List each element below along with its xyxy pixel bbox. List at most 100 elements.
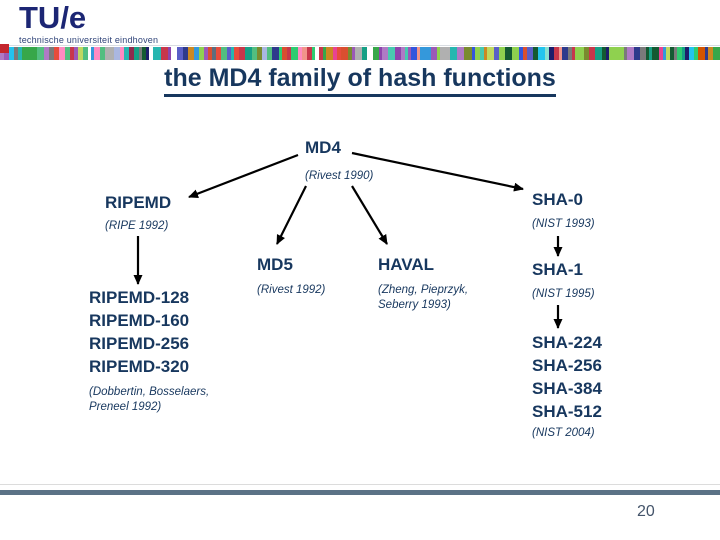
stripe bbox=[523, 47, 527, 60]
stripe bbox=[149, 47, 153, 60]
header-hairline bbox=[0, 45, 720, 46]
stripe bbox=[234, 47, 239, 60]
tue-logo-text: TU/e bbox=[19, 0, 87, 35]
stripe bbox=[705, 47, 708, 60]
stripe bbox=[4, 47, 9, 60]
page-title-text: the MD4 family of hash functions bbox=[164, 64, 556, 97]
node-md5-caption: (Rivest 1992) bbox=[257, 284, 326, 296]
arrow-md4-to-md5 bbox=[276, 185, 307, 245]
footer-slate-bar bbox=[0, 490, 720, 495]
stripe bbox=[44, 47, 49, 60]
node-haval-caption-line2: Seberry 1993) bbox=[378, 298, 451, 311]
stripe bbox=[88, 47, 91, 60]
stripe bbox=[231, 47, 234, 60]
stripe bbox=[22, 47, 27, 60]
stripe bbox=[437, 47, 440, 60]
stripe bbox=[640, 47, 646, 60]
stripe bbox=[395, 47, 401, 60]
stripe bbox=[677, 47, 682, 60]
ripemd-family-item: RIPEMD-320 bbox=[89, 357, 190, 376]
stripe bbox=[94, 47, 100, 60]
stripe bbox=[161, 47, 168, 60]
sha2-family-item: SHA-384 bbox=[532, 379, 602, 398]
stripe bbox=[0, 47, 4, 60]
ripemd-family-item: RIPEMD-256 bbox=[89, 334, 190, 353]
stripe bbox=[606, 47, 609, 60]
sha2-family-list: SHA-224 SHA-256 SHA-384 SHA-512 bbox=[532, 331, 602, 423]
node-md5: MD5 bbox=[257, 255, 293, 274]
arrow-md4-to-ripemd bbox=[188, 153, 299, 199]
stripe bbox=[100, 47, 105, 60]
ripemd-family-list: RIPEMD-128 RIPEMD-160 RIPEMD-256 RIPEMD-… bbox=[89, 286, 189, 378]
stripe bbox=[208, 47, 212, 60]
stripe bbox=[146, 47, 149, 60]
stripe bbox=[252, 47, 257, 60]
stripe bbox=[333, 47, 337, 60]
stripe bbox=[14, 47, 18, 60]
stripe bbox=[559, 47, 562, 60]
stripe bbox=[91, 47, 94, 60]
sha2-family-item: SHA-256 bbox=[532, 356, 602, 375]
stripe bbox=[480, 47, 484, 60]
stripe bbox=[373, 47, 379, 60]
stripe bbox=[257, 47, 262, 60]
stripe bbox=[142, 47, 146, 60]
stripe bbox=[527, 47, 533, 60]
ripemd-family-caption: (Dobbertin, Bosselaers, Preneel 1992) bbox=[89, 385, 209, 414]
stripe bbox=[589, 47, 595, 60]
stripe bbox=[367, 47, 373, 60]
stripe bbox=[624, 47, 627, 60]
stripe bbox=[689, 47, 694, 60]
node-haval-caption: (Zheng, Pieprzyk, Seberry 1993) bbox=[378, 283, 468, 312]
stripe bbox=[83, 47, 88, 60]
node-haval-caption-line1: (Zheng, Pieprzyk, bbox=[378, 284, 469, 296]
stripe bbox=[129, 47, 134, 60]
stripe bbox=[302, 47, 307, 60]
stripe bbox=[239, 47, 245, 60]
sha2-family-caption: (NIST 2004) bbox=[532, 427, 595, 439]
stripe bbox=[54, 47, 59, 60]
stripe bbox=[31, 47, 37, 60]
stripe bbox=[450, 47, 457, 60]
stripe bbox=[355, 47, 362, 60]
page-title: the MD4 family of hash functions bbox=[0, 64, 720, 97]
node-sha0-caption: (NIST 1993) bbox=[532, 218, 595, 230]
stripe bbox=[512, 47, 519, 60]
stripe bbox=[568, 47, 572, 60]
stripe bbox=[153, 47, 158, 60]
stripe bbox=[533, 47, 538, 60]
stripe bbox=[124, 47, 129, 60]
stripe bbox=[326, 47, 333, 60]
stripe bbox=[457, 47, 464, 60]
stripe bbox=[579, 47, 584, 60]
stripe bbox=[487, 47, 494, 60]
stripe bbox=[291, 47, 298, 60]
stripe bbox=[194, 47, 199, 60]
stripe bbox=[134, 47, 139, 60]
stripe bbox=[469, 47, 472, 60]
ripemd-family-item: RIPEMD-128 bbox=[89, 288, 190, 307]
stripe bbox=[575, 47, 579, 60]
stripe bbox=[620, 47, 624, 60]
stripe bbox=[312, 47, 315, 60]
stripe bbox=[183, 47, 188, 60]
stripe bbox=[168, 47, 171, 60]
stripe bbox=[538, 47, 545, 60]
stripe bbox=[663, 47, 666, 60]
stripe bbox=[627, 47, 634, 60]
red-accent-mark bbox=[0, 44, 9, 53]
stripe bbox=[279, 47, 282, 60]
stripe bbox=[484, 47, 487, 60]
stripe bbox=[139, 47, 142, 60]
node-md4-caption: (Rivest 1990) bbox=[305, 170, 374, 182]
stripe bbox=[212, 47, 216, 60]
stripe bbox=[417, 47, 420, 60]
stripe bbox=[18, 47, 22, 60]
stripe bbox=[694, 47, 698, 60]
stripe bbox=[411, 47, 417, 60]
stripe bbox=[708, 47, 713, 60]
stripe bbox=[682, 47, 685, 60]
stripe bbox=[262, 47, 267, 60]
stripe bbox=[59, 47, 65, 60]
stripe bbox=[227, 47, 231, 60]
